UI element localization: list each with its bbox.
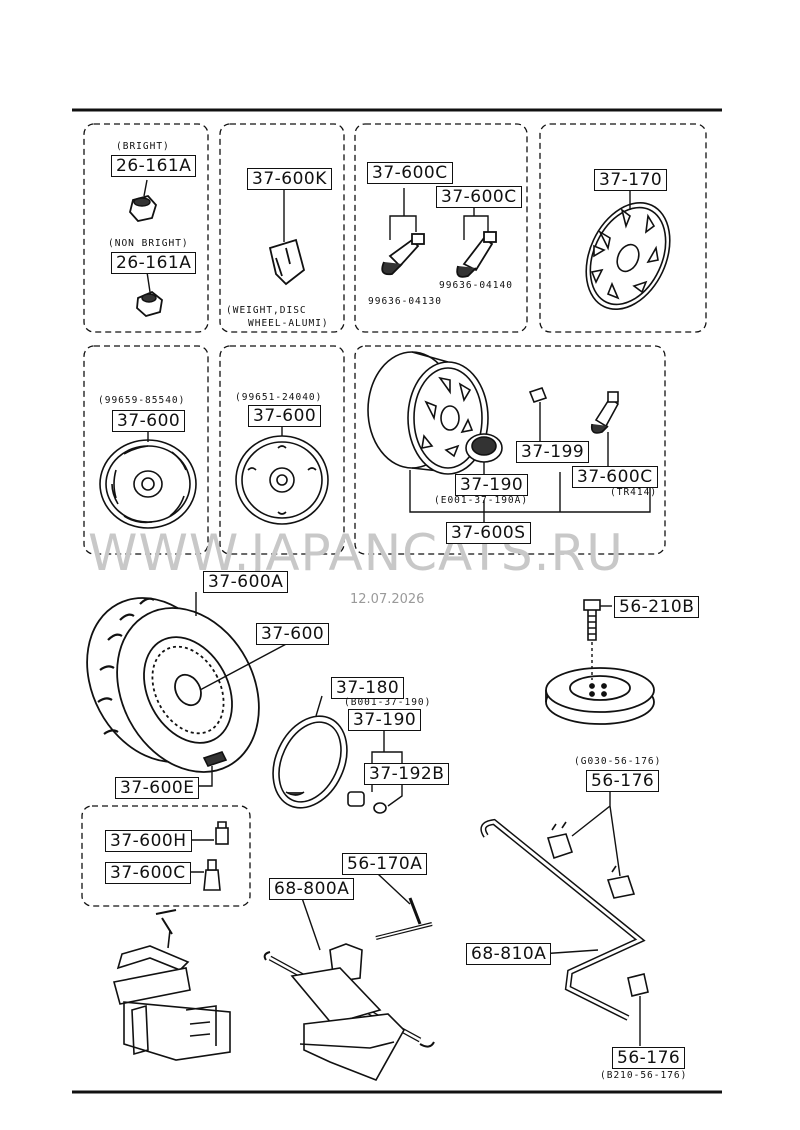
part-37-600c-b-label[interactable]: 37-600C (436, 186, 522, 208)
valve-rubber-icon (203, 859, 221, 891)
group-box-valves (354, 123, 528, 333)
part-37-600c-tr414-label[interactable]: 37-600C (572, 466, 658, 488)
part-26-161a-bright-label[interactable]: 26-161A (111, 155, 197, 177)
valve-stem-a-icon (381, 233, 425, 276)
part-56-170a-label[interactable]: 56-170A (342, 853, 428, 875)
note-99659-85540: (99659-85540) (98, 395, 186, 406)
part-37-600-steel-label[interactable]: 37-600 (112, 410, 186, 432)
lug-nut-nonbright-icon (136, 290, 163, 318)
part-37-600s-label[interactable]: 37-600S (446, 522, 531, 544)
steel-wheel-icon (99, 439, 197, 529)
plain-wheel-icon (235, 435, 329, 525)
rim-band-icon (272, 715, 348, 809)
valve-nut-icon (347, 791, 387, 814)
part-37-600h-label[interactable]: 37-600H (105, 830, 192, 852)
rod-clip-c-icon (627, 973, 649, 997)
part-37-190-mid-label[interactable]: 37-190 (348, 709, 422, 731)
note-e001-37-190a: (E001-37-190A) (434, 495, 529, 506)
hub-bolt-icon (583, 599, 601, 641)
part-37-600-tire-label[interactable]: 37-600 (256, 623, 330, 645)
tool-rod-icon (480, 818, 646, 1021)
group-box-weight (219, 123, 345, 333)
note-99636-04130: 99636-04130 (368, 296, 442, 307)
note-tr414: (TR414) (610, 487, 658, 498)
part-37-199-label[interactable]: 37-199 (516, 441, 590, 463)
note-99636-04140: 99636-04140 (439, 280, 513, 291)
spare-tire-icon (86, 597, 260, 773)
group-box-steel-wheel (83, 345, 209, 555)
rod-clip-b-icon (606, 865, 636, 899)
weight-clip-icon (528, 387, 548, 403)
part-37-600k-label[interactable]: 37-600K (247, 168, 332, 190)
group-box-tire-valves (81, 805, 251, 907)
note-bright: (BRIGHT) (116, 141, 170, 152)
part-37-190-top-label[interactable]: 37-190 (455, 474, 529, 496)
part-37-170-label[interactable]: 37-170 (594, 169, 668, 191)
note-non-bright: (NON BRIGHT) (108, 238, 189, 249)
part-37-180-label[interactable]: 37-180 (331, 677, 405, 699)
center-cap-icon (465, 433, 503, 463)
part-56-210b-label[interactable]: 56-210B (614, 596, 700, 618)
watermark: WWW.JAPANCATS.RU (88, 524, 624, 582)
note-b210-56-176: (B210-56-176) (600, 1070, 688, 1081)
tire-weight-icon (202, 751, 228, 767)
valve-cap-icon (215, 821, 229, 845)
part-68-810a-label[interactable]: 68-810A (466, 943, 552, 965)
part-68-800a-label[interactable]: 68-800A (269, 878, 355, 900)
note-99651-24040: (99651-24040) (235, 392, 323, 403)
jack-handle-icon (375, 897, 433, 940)
part-56-176-bottom-label[interactable]: 56-176 (612, 1047, 686, 1069)
note-weight-disc-1: (WEIGHT,DISC (226, 305, 307, 316)
scissor-jack-icon (263, 943, 435, 1081)
group-box-alloy-wheel (354, 345, 666, 555)
jack-mounted-icon (113, 909, 231, 1061)
rod-clip-a-icon (546, 821, 574, 860)
hubcap-icon (585, 201, 671, 311)
part-37-600e-label[interactable]: 37-600E (115, 777, 200, 799)
group-box-plain-wheel (219, 345, 345, 555)
group-box-lug-nuts (83, 123, 209, 333)
note-b001-37-190: (B001-37-190) (344, 697, 432, 708)
part-37-600c-a-label[interactable]: 37-600C (367, 162, 453, 184)
part-37-600c-bottom-label[interactable]: 37-600C (105, 862, 191, 884)
spare-holder-icon (545, 667, 655, 725)
note-weight-disc-2: WHEEL-ALUMI) (248, 318, 329, 329)
part-37-192b-label[interactable]: 37-192B (364, 763, 450, 785)
group-box-hubcap (539, 123, 707, 333)
part-37-600-plain-label[interactable]: 37-600 (248, 405, 322, 427)
date-stamp: 12.07.2026 (350, 592, 425, 607)
note-g030-56-176: (G030-56-176) (574, 756, 662, 767)
valve-tr414-icon (590, 391, 620, 434)
part-26-161a-nonbright-label[interactable]: 26-161A (111, 252, 197, 274)
balance-weight-icon (268, 238, 306, 286)
part-56-176-top-label[interactable]: 56-176 (586, 770, 660, 792)
lug-nut-bright-icon (129, 194, 158, 222)
valve-stem-b-icon (456, 231, 497, 278)
part-37-600a-label[interactable]: 37-600A (203, 571, 289, 593)
